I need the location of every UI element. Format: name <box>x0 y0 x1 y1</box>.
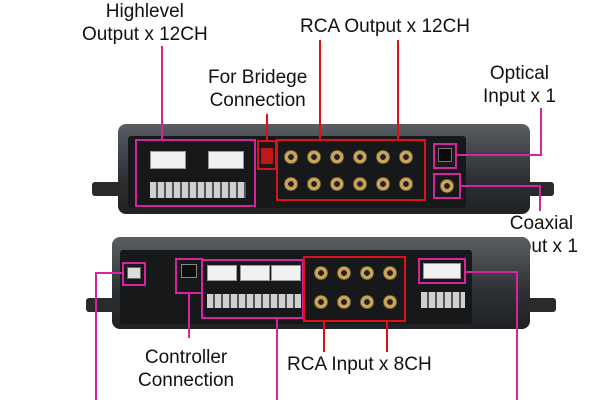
power-pins <box>421 292 465 308</box>
speaker-input-terminal-2 <box>240 265 270 281</box>
rca-input-leader-right <box>386 322 388 352</box>
optical-leader-h <box>457 154 542 156</box>
coax-port-icon <box>440 179 454 193</box>
rca-output-highlight <box>276 139 426 201</box>
power-terminal-highlight <box>418 258 466 284</box>
speaker-input-leader <box>276 319 278 400</box>
usb-highlight <box>122 262 146 286</box>
controller-connection-label: Controller Connection <box>138 347 235 391</box>
rca-jack-icon <box>360 295 374 309</box>
rca-jack-icon <box>376 150 390 164</box>
coaxial-leader-h <box>461 185 541 187</box>
coaxial-leader-v <box>539 185 541 211</box>
usb-port-icon <box>127 267 141 279</box>
bottom-unit-foot-right <box>520 298 556 312</box>
optical-port-icon <box>438 148 452 162</box>
bridge-leader <box>266 114 268 140</box>
rca-input-label: RCA Input x 8CH <box>287 354 432 375</box>
rca-jack-icon <box>399 177 413 191</box>
highlevel-output-highlight <box>135 139 256 207</box>
rca-jack-icon <box>376 177 390 191</box>
optical-input-label: Optical Input x 1 <box>483 63 556 107</box>
rca-output-label: RCA Output x 12CH <box>300 16 471 37</box>
rca-jack-icon <box>360 266 374 280</box>
rca-input-highlight <box>303 256 406 322</box>
bottom-unit-faceplate <box>120 250 472 324</box>
power-leader-v <box>516 271 518 400</box>
rca-jack-icon <box>383 295 397 309</box>
bridge-switch <box>261 148 273 164</box>
rca-jack-icon <box>337 295 351 309</box>
rca-jack-icon <box>307 150 321 164</box>
coaxial-input-highlight <box>433 173 461 199</box>
rca-jack-icon <box>307 177 321 191</box>
rca-input-leader-left <box>323 322 325 352</box>
usb-leader-v <box>95 272 97 400</box>
rca-jack-icon <box>330 177 344 191</box>
rca-jack-icon <box>353 177 367 191</box>
ethernet-port-icon <box>181 264 197 278</box>
controller-leader <box>188 294 190 338</box>
top-unit-foot-left <box>92 182 126 196</box>
optical-input-highlight <box>433 143 457 169</box>
optical-leader-v <box>540 108 542 156</box>
rca-jack-icon <box>314 295 328 309</box>
rca-jack-icon <box>330 150 344 164</box>
highlevel-leader-v <box>161 46 163 140</box>
power-leader-h <box>466 271 518 273</box>
speaker-input-pins <box>207 294 301 308</box>
speaker-input-terminal-1 <box>207 265 237 281</box>
highlevel-output-label: Highlevel Output x 12CH <box>82 1 208 45</box>
rca-output-leader-left <box>319 40 321 140</box>
highlevel-output-terminal-2 <box>208 151 244 169</box>
rca-jack-icon <box>399 150 413 164</box>
rca-jack-icon <box>284 177 298 191</box>
highlevel-output-pins <box>150 182 246 198</box>
rca-jack-icon <box>284 150 298 164</box>
rca-output-leader-right <box>397 40 399 140</box>
rca-jack-icon <box>337 266 351 280</box>
rca-jack-icon <box>383 266 397 280</box>
rca-jack-icon <box>314 266 328 280</box>
usb-leader-h <box>95 272 122 274</box>
bridge-connection-label: For Bridege Connection <box>208 67 308 111</box>
highlevel-output-terminal-1 <box>150 151 186 169</box>
bottom-unit-foot-left <box>86 298 122 312</box>
rca-jack-icon <box>353 150 367 164</box>
power-terminal <box>423 263 461 279</box>
speaker-input-terminal-3 <box>271 265 301 281</box>
